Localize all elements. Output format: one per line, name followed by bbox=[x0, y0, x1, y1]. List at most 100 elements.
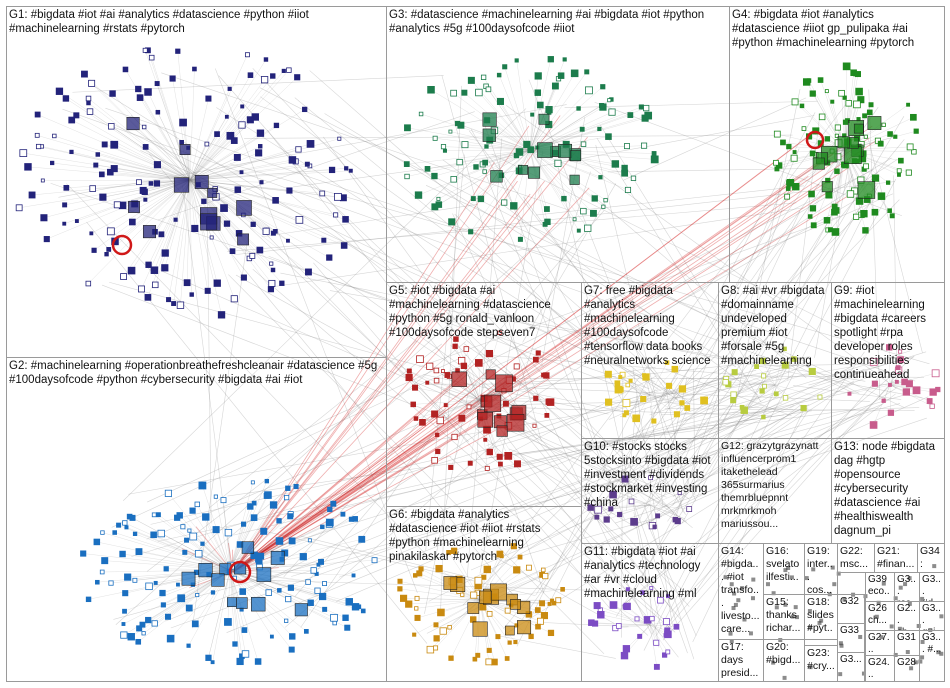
cluster-edge bbox=[649, 362, 668, 396]
vertex-node bbox=[625, 587, 630, 592]
network-edge bbox=[283, 210, 605, 578]
cluster-edge bbox=[151, 57, 191, 181]
vertex-node bbox=[264, 491, 272, 499]
hub-edge bbox=[232, 422, 481, 573]
small-group-node bbox=[842, 597, 847, 602]
vertex-node bbox=[784, 193, 791, 200]
avatar-node bbox=[505, 625, 515, 636]
vertex-node bbox=[831, 228, 840, 236]
vertex-node bbox=[55, 87, 64, 95]
cluster-edge bbox=[440, 399, 481, 421]
small-group-node bbox=[789, 575, 794, 580]
cluster-edge bbox=[66, 179, 191, 189]
vertex-node bbox=[151, 620, 158, 627]
cluster-edge bbox=[849, 384, 891, 394]
vertex-node bbox=[537, 617, 544, 625]
vertex-node bbox=[649, 615, 655, 622]
cluster-edge bbox=[189, 59, 267, 181]
hub-edge bbox=[232, 384, 453, 573]
vertex-node bbox=[431, 203, 439, 211]
vertex-node bbox=[145, 582, 153, 591]
vertex-node bbox=[212, 526, 220, 534]
cluster-edge bbox=[409, 377, 481, 401]
cluster-edge bbox=[466, 348, 481, 401]
vertex-node bbox=[642, 373, 650, 381]
cluster-edge bbox=[37, 135, 191, 181]
cluster-edge bbox=[434, 149, 531, 208]
vertex-node bbox=[246, 116, 254, 124]
cluster-edge bbox=[156, 83, 191, 181]
cluster-edge bbox=[624, 478, 651, 506]
network-edge bbox=[643, 504, 695, 660]
vertex-node bbox=[665, 649, 671, 655]
vertex-node bbox=[452, 343, 458, 349]
avatar-node bbox=[179, 144, 191, 156]
vertex-node bbox=[159, 589, 166, 597]
network-edge bbox=[486, 389, 659, 446]
network-edge bbox=[793, 385, 902, 400]
vertex-node bbox=[122, 66, 129, 73]
vertex-node bbox=[124, 525, 129, 530]
avatar-node bbox=[490, 170, 503, 183]
small-group-node bbox=[793, 605, 798, 610]
cluster-edge bbox=[212, 569, 231, 663]
vertex-node bbox=[148, 54, 155, 61]
cluster-edge bbox=[631, 501, 651, 506]
vertex-node bbox=[628, 378, 633, 383]
cluster-edge bbox=[408, 599, 481, 605]
vertex-node bbox=[557, 72, 565, 79]
network-edge bbox=[222, 578, 622, 592]
network-edge bbox=[105, 107, 916, 382]
vertex-node bbox=[249, 252, 256, 259]
cluster-edge bbox=[172, 78, 191, 181]
cluster-edge bbox=[529, 149, 565, 199]
cluster-edge bbox=[649, 624, 677, 628]
vertex-node bbox=[614, 380, 621, 387]
vertex-node bbox=[403, 161, 410, 167]
vertex-node bbox=[299, 553, 307, 561]
avatar-node bbox=[126, 117, 140, 131]
network-edge bbox=[50, 182, 650, 389]
network-edge bbox=[157, 379, 909, 542]
vertex-node bbox=[834, 168, 840, 174]
avatar-node bbox=[270, 550, 285, 565]
cluster-edge bbox=[147, 91, 191, 181]
vertex-node bbox=[842, 119, 849, 125]
vertex-node bbox=[427, 85, 435, 94]
vertex-node bbox=[135, 638, 142, 645]
small-group-node bbox=[771, 591, 776, 596]
vertex-node bbox=[305, 579, 311, 585]
network-edge bbox=[324, 113, 736, 368]
cluster-edge bbox=[649, 504, 690, 510]
cluster-edge bbox=[834, 149, 846, 213]
network-edge bbox=[491, 98, 850, 574]
vertex-node bbox=[630, 175, 637, 181]
cluster-edge bbox=[189, 179, 218, 284]
vertex-node bbox=[534, 72, 542, 80]
vertex-node bbox=[650, 155, 659, 164]
vertex-node bbox=[184, 537, 190, 543]
vertex-node bbox=[832, 207, 840, 214]
cluster-edge bbox=[450, 399, 481, 468]
vertex-node bbox=[326, 254, 333, 261]
network-edge bbox=[692, 405, 807, 643]
vertex-node bbox=[275, 537, 284, 545]
small-group-node bbox=[807, 609, 812, 614]
vertex-node bbox=[739, 404, 745, 410]
vertex-node bbox=[546, 398, 555, 406]
vertex-node bbox=[615, 623, 622, 629]
vertex-node bbox=[238, 121, 246, 129]
cluster-edge bbox=[189, 179, 240, 234]
cluster-edge bbox=[229, 504, 274, 571]
cluster-edge bbox=[418, 149, 531, 196]
avatar-node bbox=[181, 571, 196, 586]
vertex-node bbox=[834, 133, 839, 138]
vertex-node bbox=[63, 185, 70, 191]
vertex-node bbox=[887, 131, 893, 137]
cluster-edge bbox=[46, 179, 191, 240]
vertex-node bbox=[413, 416, 419, 421]
cluster-edge bbox=[131, 179, 191, 271]
cluster-edge bbox=[114, 144, 191, 181]
cluster-edge bbox=[596, 504, 651, 518]
vertex-node bbox=[424, 166, 431, 172]
